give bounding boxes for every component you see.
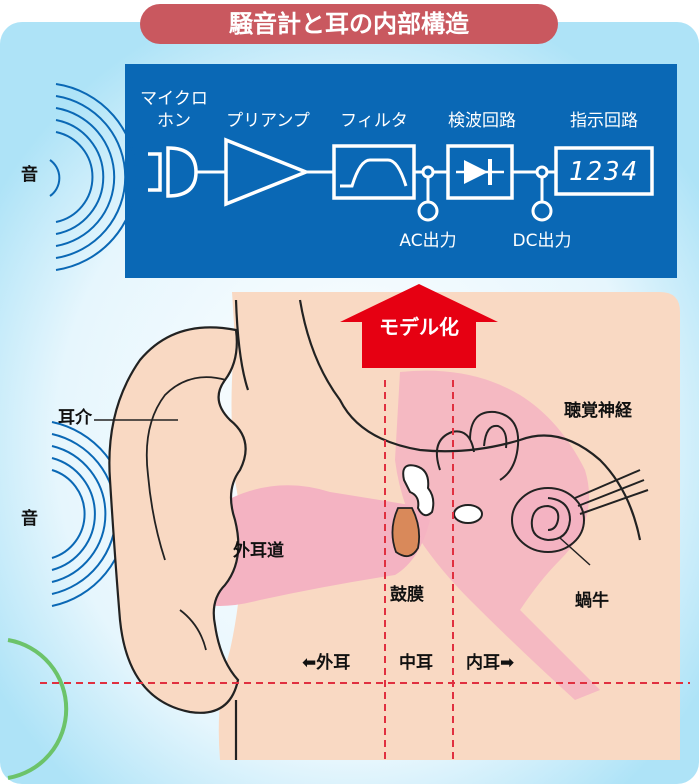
green-circle-decoration: [7, 638, 69, 780]
dc-output-label: DC出力: [512, 231, 572, 251]
indicator-digits: 1234: [568, 157, 640, 187]
eardrum-label: 鼓膜: [390, 585, 424, 605]
middle-ear-label: 中耳: [399, 653, 433, 673]
preamp-triangle: [224, 137, 311, 207]
block-label-preamp: プリアンプ: [226, 111, 310, 131]
model-arrow-label: モデル化: [379, 315, 459, 339]
block-label-filter: フィルタ: [340, 111, 408, 131]
auditory-nerve-label: 聴覚神経: [564, 401, 632, 421]
ac-output-tap: [417, 165, 439, 222]
sound-waves-top: [49, 83, 138, 271]
ac-output-label: AC出力: [399, 231, 457, 251]
pinna-lobe-curve: [179, 609, 207, 651]
auditory-nerve: [574, 469, 649, 515]
ossicles: [402, 464, 483, 524]
block-label-detector: 検波回路: [448, 111, 516, 131]
pinna-inner-fold: [145, 376, 227, 561]
indicator-display: [554, 146, 654, 196]
dashed-boundaries: [40, 380, 690, 760]
ear-canal-label: 外耳道: [233, 541, 284, 561]
cochlea-leader-line: [559, 537, 591, 566]
outer-ear-label: ⬅外耳: [302, 653, 351, 673]
sound-label-bottom: 音: [21, 509, 38, 529]
pinna-label: 耳介: [58, 408, 92, 428]
eardrum: [391, 507, 421, 558]
pinna: [108, 326, 247, 714]
block-label-microphone-line2: ホン: [157, 111, 191, 131]
head-contours: [234, 299, 642, 760]
filter-box: [332, 144, 416, 200]
cochlea: [511, 487, 585, 553]
block-label-indicator: 指示回路: [570, 111, 638, 131]
inner-ear-label: 内耳➡: [466, 653, 515, 673]
inner-ear-region: [395, 370, 600, 700]
title-pill: [140, 4, 558, 44]
ear-canal-shape: [190, 485, 430, 606]
detector-box: [446, 144, 514, 200]
cochlea-label: 蝸牛: [575, 591, 609, 611]
dc-output-tap: [531, 165, 553, 222]
sound-label-top: 音: [21, 165, 38, 185]
model-arrow: [340, 284, 498, 368]
microphone-symbol: [148, 146, 198, 198]
block-label-microphone-line1: マイクロ: [140, 89, 208, 109]
page-title: 騒音計と耳の内部構造: [229, 10, 469, 38]
